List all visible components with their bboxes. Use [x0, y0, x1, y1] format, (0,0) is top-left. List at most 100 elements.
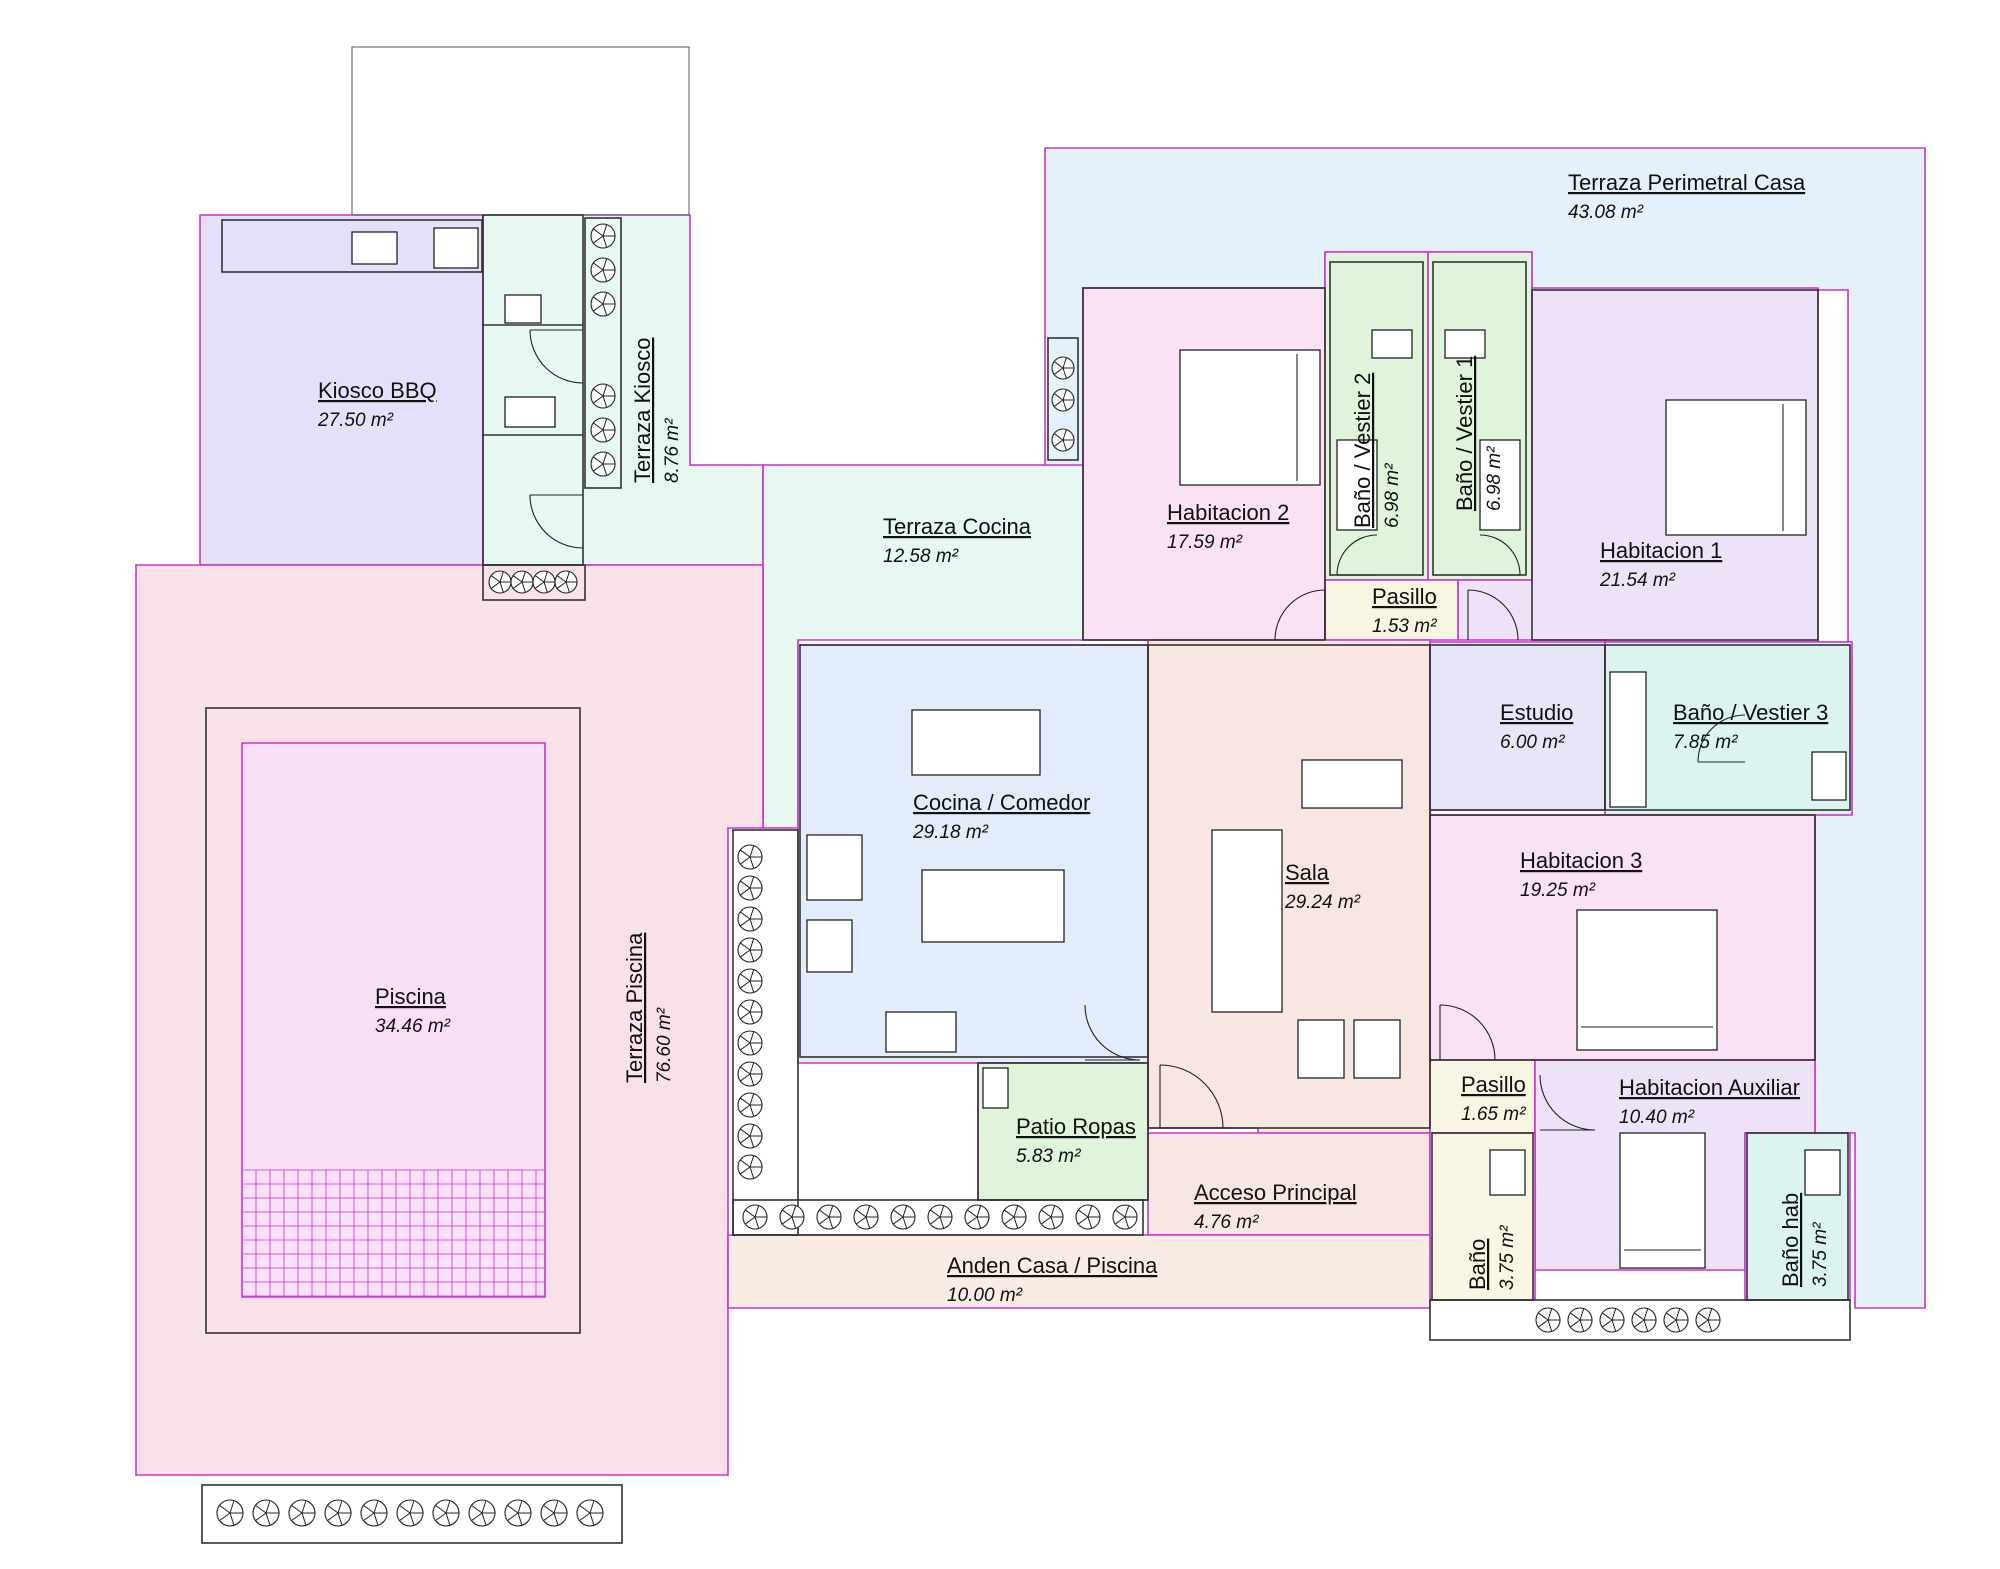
plant-leaf	[543, 1512, 555, 1522]
plant-leaf	[865, 1216, 871, 1229]
door-kiosk-bath-2	[529, 494, 584, 549]
room-area: 6.98 m²	[1484, 446, 1505, 511]
label-terraza-cocina: Terraza Cocina 12.58 m²	[883, 514, 1032, 567]
plant-leaf	[749, 1062, 755, 1075]
plant-leaf	[749, 907, 755, 920]
plant-leaf	[739, 942, 751, 951]
room-area: 27.50 m²	[317, 410, 394, 431]
plant-leaf	[739, 1104, 751, 1113]
plant-leaf	[291, 1512, 303, 1522]
toilet-bath-2	[1371, 329, 1413, 359]
room-area: 1.65 m²	[1461, 1104, 1526, 1125]
plant-leaf	[445, 1512, 451, 1526]
plant-leaf	[1062, 367, 1067, 379]
plant-leaf	[363, 1512, 375, 1522]
plant-leaf	[902, 1216, 908, 1229]
shower-bath-1	[1479, 439, 1521, 531]
pool-steps-grid	[241, 1169, 545, 1297]
plant-leaf	[592, 228, 604, 237]
plant-leaf	[966, 1216, 978, 1225]
room-area: 43.08 m²	[1568, 202, 1644, 223]
plant-leaf	[749, 1073, 755, 1086]
plant-leaf	[1077, 1209, 1089, 1218]
plant-leaf	[1053, 393, 1064, 401]
room-name: Cocina / Comedor	[913, 790, 1090, 815]
label-cocina-comedor: Cocina / Comedor 29.18 m²	[912, 790, 1090, 843]
furniture	[351, 227, 1847, 1269]
room-labels: Terraza Perimetral Casa 43.08 m² Kiosco …	[317, 170, 1831, 1306]
door-main	[1159, 1064, 1230, 1129]
door-bath-3	[1697, 714, 1746, 763]
plant-leaf	[602, 292, 608, 305]
room-name: Habitacion Auxiliar	[1619, 1075, 1800, 1100]
plant-leaf	[592, 388, 604, 397]
plant-leaf	[229, 1512, 235, 1526]
plant-leaf	[409, 1512, 415, 1526]
label-kiosco-bbq: Kiosco BBQ 27.50 m²	[317, 378, 437, 431]
plant-leaf	[1601, 1312, 1613, 1321]
label-pasillo-2: Pasillo 1.65 m²	[1461, 1072, 1526, 1125]
plant-leaf	[602, 269, 608, 282]
plant-leaf	[744, 1209, 756, 1218]
door-patio	[1084, 1004, 1141, 1061]
house-north-wall-bed2	[1082, 287, 1326, 641]
plant-leaf	[749, 1155, 755, 1168]
armchair-1	[1297, 1019, 1345, 1079]
plant-leaf	[512, 575, 523, 583]
plant-leaf	[739, 887, 751, 896]
plant-leaf	[1579, 1319, 1585, 1332]
door-bath-2	[1336, 534, 1378, 576]
label-bano: Baño 3.75 m²	[1465, 1225, 1518, 1290]
room-area: 76.60 m²	[654, 1007, 675, 1083]
room-area: 3.75 m²	[1810, 1222, 1831, 1287]
door-bed-1	[1467, 589, 1519, 641]
plant-leaf	[327, 1504, 339, 1514]
bed-habitacion-2	[1179, 349, 1321, 486]
room-bano-vestier-2	[1324, 251, 1429, 581]
plant-leaf	[602, 303, 608, 316]
plant-leaf	[749, 969, 755, 982]
room-area: 17.59 m²	[1167, 532, 1243, 553]
plant-leaf	[301, 1500, 307, 1514]
plant-leaf	[749, 1104, 755, 1117]
plant-leaf	[1062, 429, 1067, 441]
closet-bath-3	[1609, 671, 1647, 808]
plant-leaf	[219, 1512, 231, 1522]
room-area: 34.46 m²	[375, 1016, 451, 1037]
room-name: Habitacion 2	[1167, 500, 1289, 525]
plant-leaf	[1114, 1216, 1126, 1225]
plant-leaf	[553, 1512, 559, 1526]
label-habitacion-3: Habitacion 3 19.25 m²	[1520, 848, 1642, 901]
plant-leaf	[589, 1512, 595, 1526]
tv-console	[1301, 759, 1403, 809]
armchair-2	[1353, 1019, 1401, 1079]
plant-leaf	[507, 1504, 519, 1514]
plant-leaf	[749, 1135, 755, 1148]
sink-kiosk	[504, 396, 556, 428]
bed-habitacion-auxiliar	[1619, 1132, 1706, 1269]
plant-leaf	[749, 1000, 755, 1013]
plant-leaf	[781, 1209, 793, 1218]
plant-leaf	[749, 856, 755, 869]
plants	[216, 223, 1721, 1527]
plant-leaf	[592, 463, 604, 472]
plant-leaf	[291, 1504, 303, 1514]
room-area: 19.25 m²	[1520, 880, 1596, 901]
plant-leaf	[553, 1500, 559, 1514]
bed3-wall	[1429, 814, 1816, 1061]
room-area: 1.53 m²	[1372, 616, 1437, 637]
room-bano-vestier-1	[1427, 251, 1533, 581]
pool-coping	[205, 707, 581, 1334]
plant-leaf	[739, 980, 751, 989]
plant-leaf	[1053, 439, 1064, 447]
fridge	[806, 834, 863, 901]
room-name: Pasillo	[1372, 584, 1437, 609]
door-aux	[1539, 1074, 1596, 1131]
plant-leaf	[1053, 367, 1064, 375]
plant-leaf	[939, 1216, 945, 1229]
label-bano-vestier-2: Baño / Vestier 2 6.98 m²	[1350, 373, 1403, 528]
room-estudio	[1429, 641, 1606, 811]
plant-leaf	[744, 1216, 756, 1225]
plant-leaf	[1697, 1319, 1709, 1328]
plant-leaf	[1601, 1319, 1613, 1328]
